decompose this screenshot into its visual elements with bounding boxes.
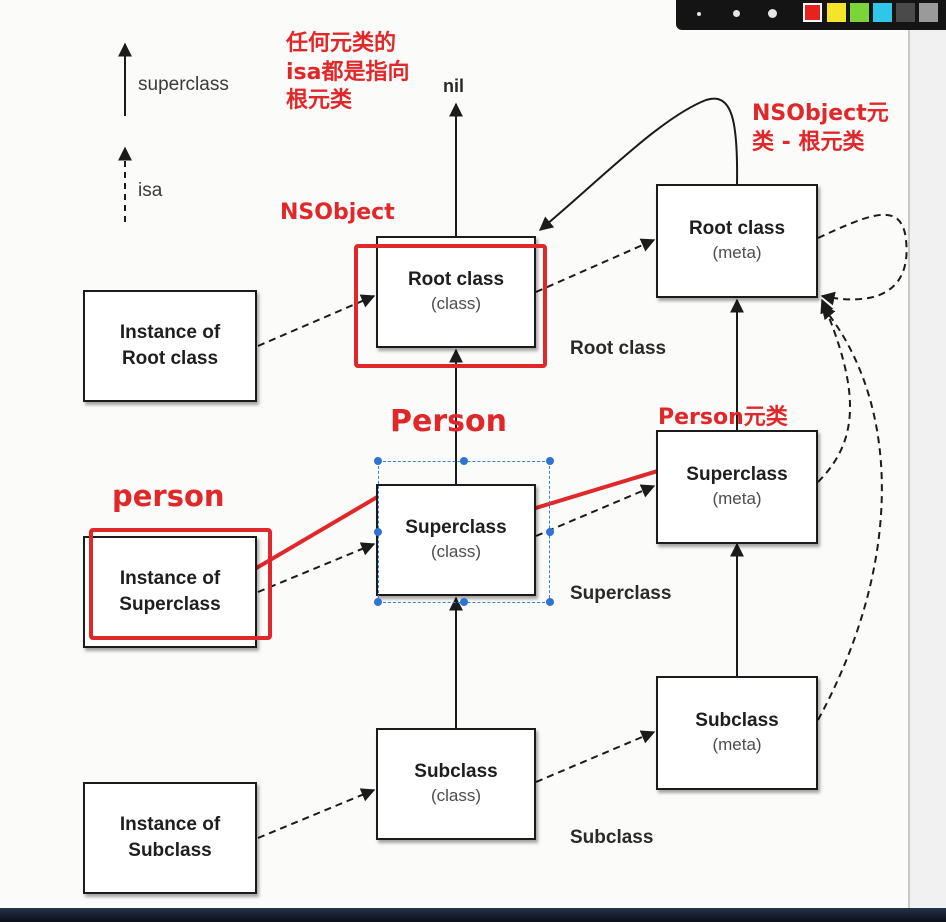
root-meta-self-isa-arrow [817,213,908,306]
root-meta-title: Root class [688,218,786,240]
metaclass-note-line: 根元类 [286,88,353,114]
pen-size-small-icon[interactable] [697,12,701,16]
right-scroll-strip [908,0,946,908]
metaclass-note-line: isa都是指向 [286,59,410,85]
selection-handle[interactable] [374,457,382,465]
root-class-sub: (class) [430,294,482,314]
bottom-bar [0,908,946,922]
nsobject-meta-line: NSObject元 [752,101,889,126]
instance-super-line2: Superclass [119,594,221,615]
color-swatch-green[interactable] [850,3,869,22]
inst-sub-isa-arrow [257,788,376,839]
legend-isa-label: isa [138,180,163,201]
root-class-isa-arrow [535,238,656,293]
super-meta-isa-arrow [817,298,851,483]
color-swatch-dark-gray[interactable] [896,3,915,22]
super-meta-sub: (meta) [712,489,762,509]
color-swatch-red[interactable] [803,3,822,22]
selection-handle[interactable] [546,598,554,606]
instance-sub-line1: Instance of [119,814,221,836]
root-meta-node[interactable]: Root class (meta) [656,184,818,298]
color-swatch-yellow[interactable] [827,3,846,22]
person-instance-highlight-box [89,528,272,640]
connector-layer [118,42,908,839]
instance-sub-node[interactable]: Instance of Subclass [83,782,257,894]
nsobject-highlight-box [354,244,547,368]
color-swatch-cyan[interactable] [873,3,892,22]
metaclass-note-line: 任何元类的 [286,31,397,56]
inst-root-isa-arrow [257,294,376,347]
nsobject-label: NSObject [280,200,395,225]
sub-meta-sub: (meta) [712,735,762,755]
instance-root-node[interactable]: Instance of Root class [83,290,257,402]
selection-handle[interactable] [374,528,382,536]
selection-handle[interactable] [460,598,468,606]
selection-box [378,461,550,603]
row-label-super: Superclass [570,583,672,604]
selection-handle[interactable] [374,598,382,606]
subclass-node[interactable]: Subclass (class) [376,728,536,840]
legend-superclass-label: superclass [138,74,229,95]
subclass-isa-arrow [535,730,656,783]
instance-super-line1: Instance of [119,568,221,590]
superclass-sub: (class) [430,542,482,562]
drawing-toolbar [676,0,946,30]
super-meta-node[interactable]: Superclass (meta) [656,430,818,544]
subclass-title: Subclass [414,761,498,783]
sub-meta-title: Subclass [695,710,779,732]
row-label-root: Root class [570,338,667,359]
color-swatch-gray[interactable] [919,3,938,22]
root-meta-sub: (meta) [712,243,762,263]
instance-root-line2: Root class [121,348,219,369]
selection-handle[interactable] [460,457,468,465]
root-class-title: Root class [407,269,505,291]
sub-meta-isa-arrow [817,304,883,721]
person-class-label: Person [390,404,507,439]
sub-meta-node[interactable]: Subclass (meta) [656,676,818,790]
nil-label: nil [443,76,464,96]
person-meta-label: Person元类 [658,405,788,430]
root-meta-to-root-class-arrow [538,97,739,231]
metaclass-isa-note: 任何元类的 isa都是指向 根元类 [286,30,409,116]
pen-size-large-icon[interactable] [768,9,777,18]
root-class-node[interactable]: Root class (class) [376,236,536,348]
nsobject-meta-note: NSObject元 类 - 根元类 [752,100,889,157]
inst-super-isa-arrow [257,542,376,593]
subclass-sub: (class) [430,786,482,806]
superclass-node[interactable]: Superclass (class) [376,484,536,596]
pen-size-medium-icon[interactable] [733,10,740,17]
person-instance-red-arrow [234,484,399,582]
superclass-isa-arrow [535,484,656,537]
instance-sub-line2: Subclass [128,840,212,861]
selection-handle[interactable] [546,528,554,536]
superclass-title: Superclass [405,517,507,539]
super-meta-title: Superclass [686,464,788,486]
instance-super-node[interactable]: Instance of Superclass [83,536,257,648]
instance-root-line1: Instance of [119,322,221,344]
nsobject-meta-line: 类 - 根元类 [752,129,865,155]
person-instance-label: person [112,479,225,513]
row-label-sub: Subclass [570,827,654,848]
selection-handle[interactable] [546,457,554,465]
